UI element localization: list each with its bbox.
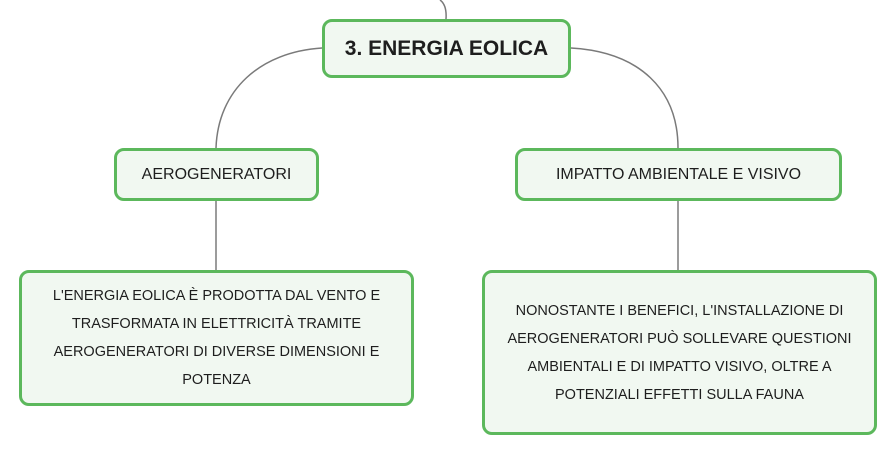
node-impatto-ambientale-description[interactable]: NONOSTANTE I BENEFICI, L'INSTALLAZIONE D… [482, 270, 877, 435]
root-node-energia-eolica[interactable]: 3. ENERGIA EOLICA [322, 19, 571, 78]
node-aerogeneratori-description[interactable]: L'ENERGIA EOLICA È PRODOTTA DAL VENTO E … [19, 270, 414, 406]
node-impatto-ambientale-label: IMPATTO AMBIENTALE E VISIVO [555, 165, 802, 183]
root-node-label: 3. ENERGIA EOLICA [344, 36, 549, 60]
node-aerogeneratori[interactable]: AEROGENERATORI [114, 148, 319, 201]
connector-root-to-impatto [570, 47, 679, 149]
connector-root-to-aerogeneratori [215, 47, 323, 149]
node-impatto-ambientale-description-text: NONOSTANTE I BENEFICI, L'INSTALLAZIONE D… [507, 302, 852, 403]
connector-parent-to-root [439, 0, 447, 20]
node-aerogeneratori-description-text: L'ENERGIA EOLICA È PRODOTTA DAL VENTO E … [52, 288, 381, 388]
node-impatto-ambientale[interactable]: IMPATTO AMBIENTALE E VISIVO [515, 148, 842, 201]
node-aerogeneratori-label: AEROGENERATORI [141, 165, 292, 183]
